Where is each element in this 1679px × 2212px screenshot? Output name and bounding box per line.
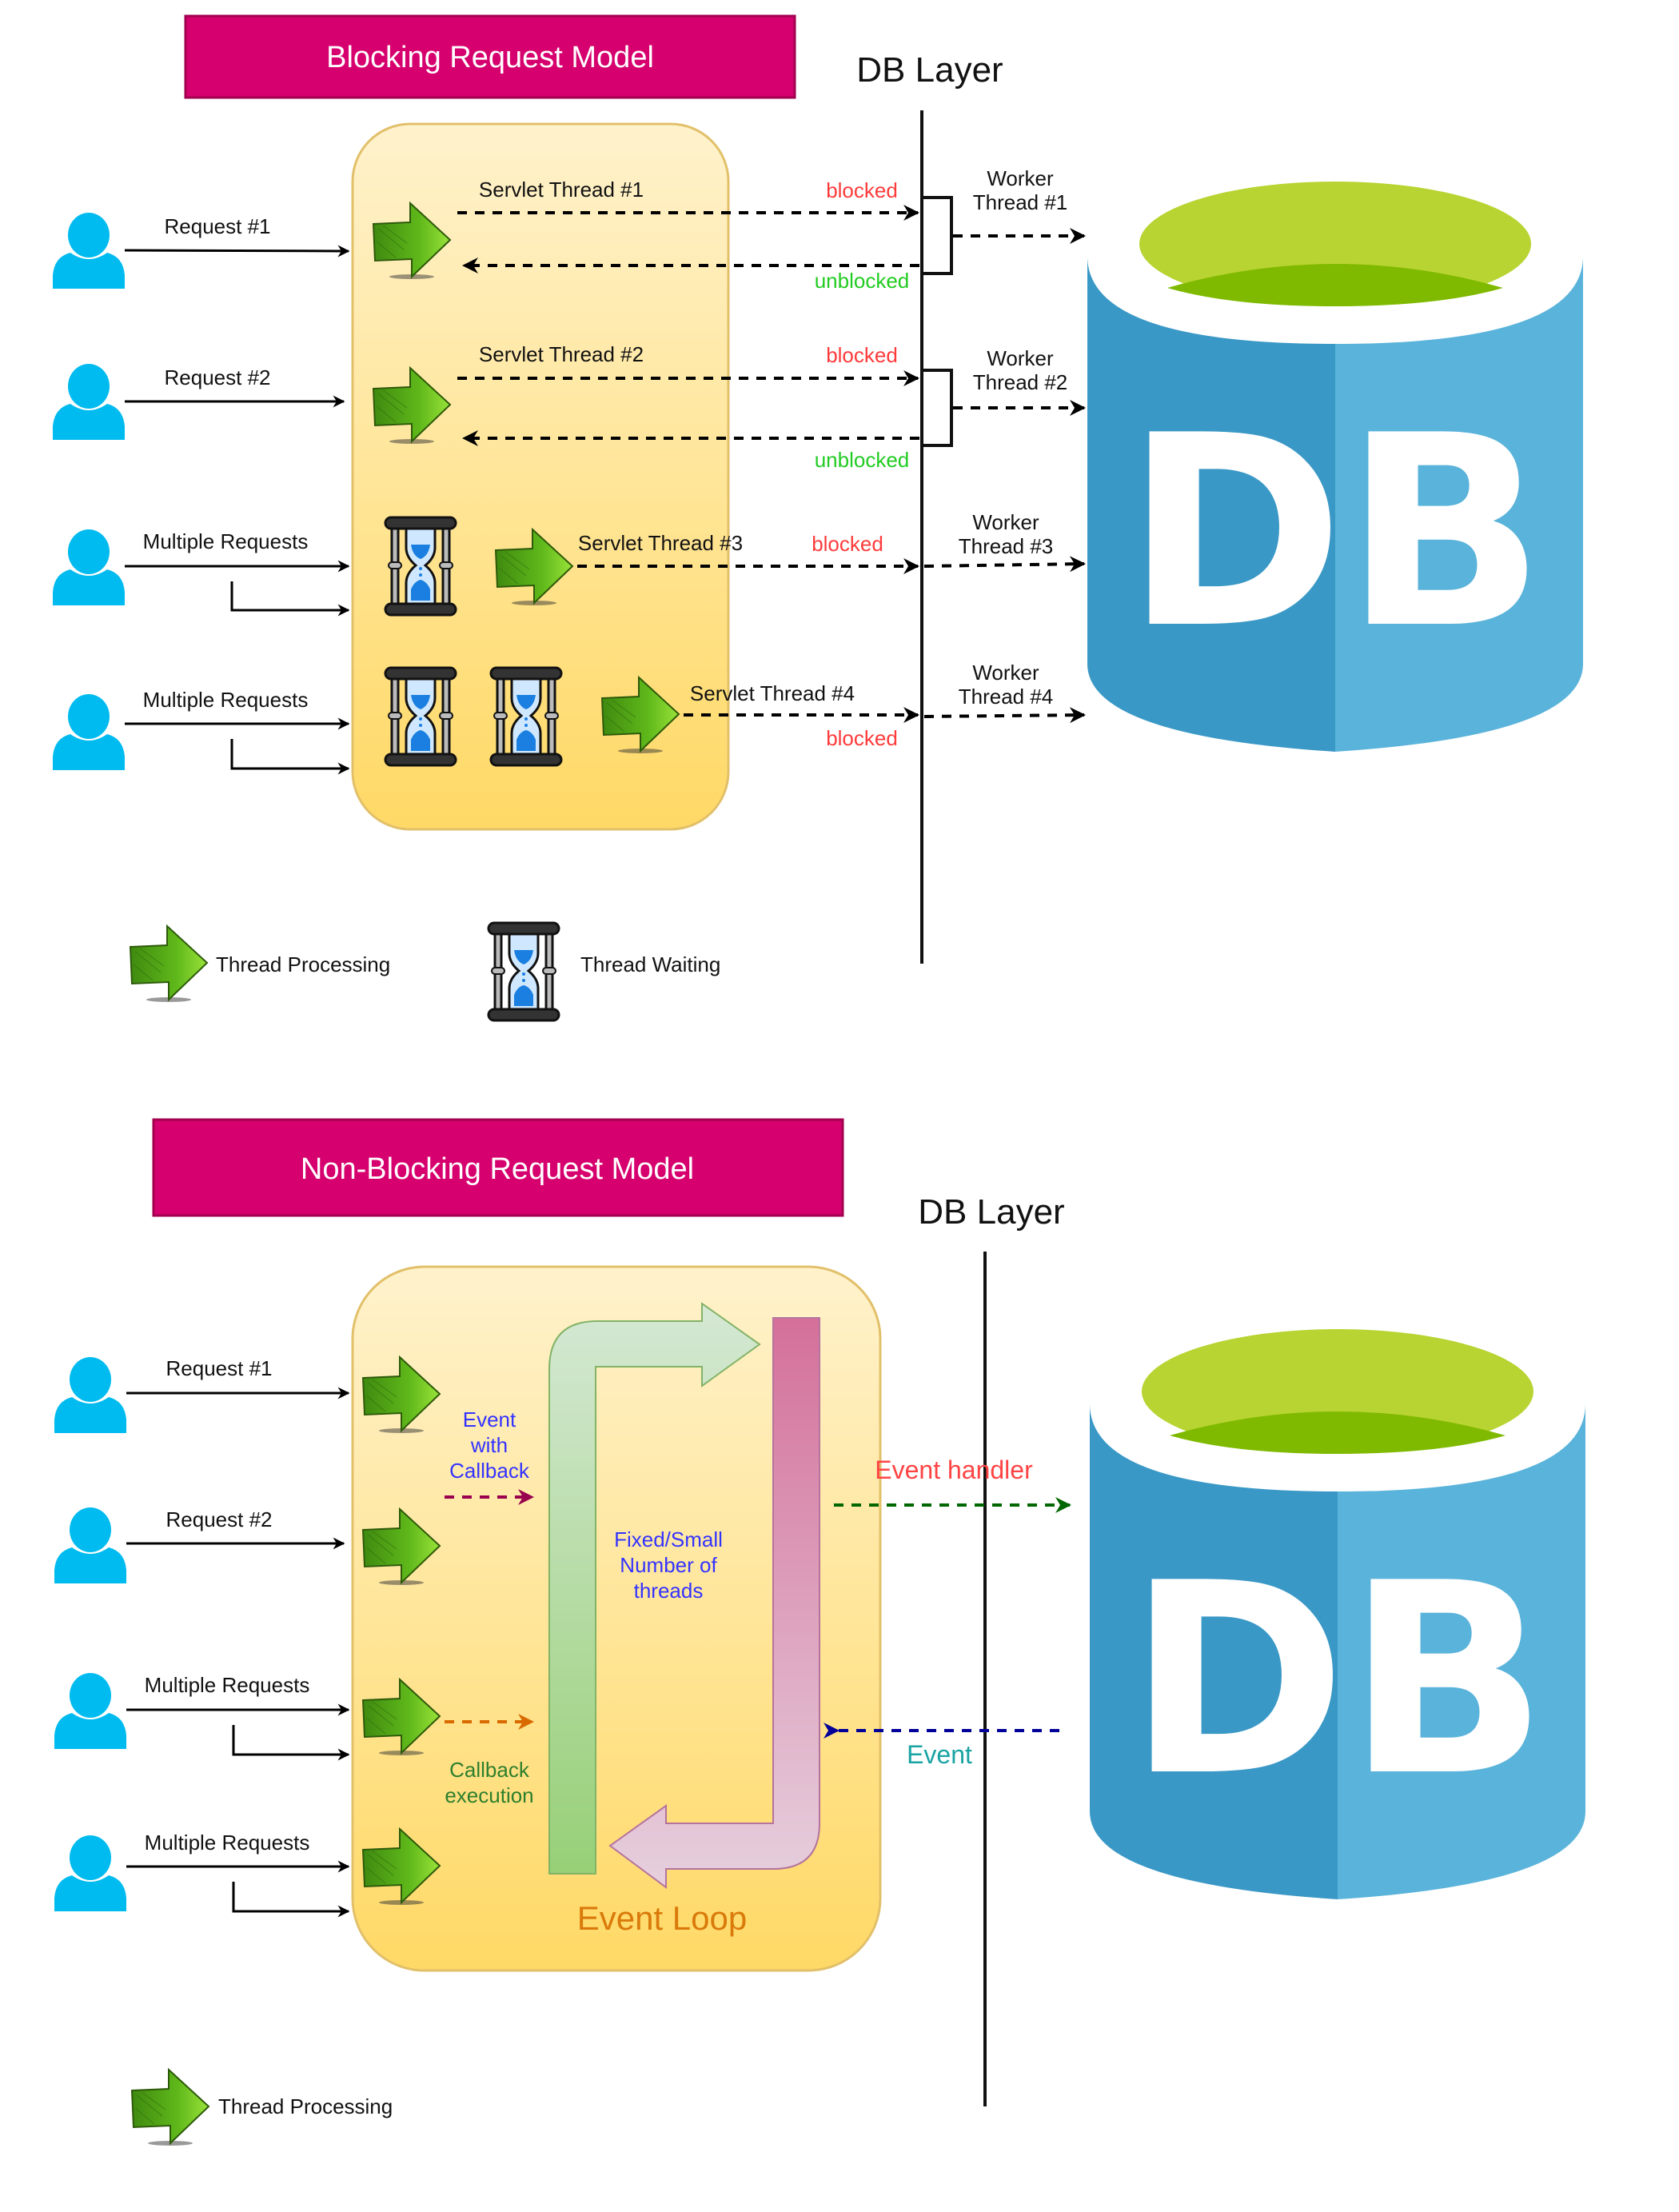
blocking-row-2: Request #2 Servlet Thread #2 blocked unb… xyxy=(53,342,1086,472)
worker-bracket xyxy=(922,369,953,447)
request-label: Multiple Requests xyxy=(143,688,309,712)
user-icon xyxy=(53,213,125,289)
blocking-db: DB xyxy=(1087,182,1583,752)
worker-thread-label-line2: Thread #2 xyxy=(973,370,1068,394)
worker-arrow xyxy=(923,707,1086,724)
legend-waiting-label: Thread Waiting xyxy=(580,952,720,976)
thread-waiting-icon xyxy=(489,666,563,767)
servlet-thread-label: Servlet Thread #2 xyxy=(479,342,644,366)
blocked-status: blocked xyxy=(826,178,898,202)
event-loop-container xyxy=(351,1265,882,1972)
user-icon xyxy=(54,1507,126,1583)
servlet-thread-label: Servlet Thread #1 xyxy=(479,178,644,202)
blocking-section: Blocking Request Model DB Layer DB Reque… xyxy=(53,14,1583,1022)
non-blocking-title-box xyxy=(152,1118,844,1217)
worker-thread-label-line1: Worker xyxy=(972,510,1039,534)
blocked-status: blocked xyxy=(826,726,898,750)
callback-execution-line1: Callback xyxy=(449,1758,530,1782)
blocking-db-layer-label: DB Layer xyxy=(856,50,1003,90)
fixed-threads-line2: Number of xyxy=(620,1553,717,1577)
non-blocking-section: Non-Blocking Request Model DB Layer DB F… xyxy=(54,1118,1585,2147)
request-label: Request #1 xyxy=(165,214,271,238)
request-arrow-secondary xyxy=(230,739,350,775)
thread-waiting-icon xyxy=(384,666,457,767)
legend-processing-label: Thread Processing xyxy=(216,952,390,976)
db-label: DB xyxy=(1127,1527,1547,1834)
non-blocking-row-2: Request #2 xyxy=(54,1507,441,1586)
blocking-row-1: Request #1 Servlet Thread #1 blocked unb… xyxy=(53,166,1086,293)
request-label: Request #1 xyxy=(166,1356,273,1380)
blocked-status: blocked xyxy=(812,532,883,556)
blocking-legend: Thread Processing Thread Waiting xyxy=(129,921,720,1022)
worker-thread-label-line1: Worker xyxy=(987,166,1054,190)
user-icon xyxy=(53,364,125,440)
thread-waiting-icon xyxy=(384,516,457,617)
user-icon xyxy=(53,529,125,605)
event-loop-up-arrow xyxy=(548,1302,761,1875)
event-loop-down-arrow xyxy=(608,1317,820,1889)
servlet-thread-label: Servlet Thread #4 xyxy=(690,681,855,705)
worker-arrow xyxy=(923,556,1086,573)
worker-thread-label-line1: Worker xyxy=(987,346,1054,370)
request-arrow-secondary xyxy=(230,581,350,617)
request-label: Request #2 xyxy=(166,1507,273,1531)
event-with-callback-line3: Callback xyxy=(449,1459,530,1483)
worker-thread-label-line2: Thread #4 xyxy=(959,685,1054,709)
non-blocking-db-layer-label: DB Layer xyxy=(918,1192,1064,1232)
worker-thread-label-line2: Thread #1 xyxy=(973,190,1068,214)
blocking-row-3: Multiple Requests Servlet Thread #3 bloc… xyxy=(53,510,1086,617)
callback-execution-line2: execution xyxy=(445,1783,533,1807)
thread-waiting-icon xyxy=(487,921,560,1022)
unblocked-status: unblocked xyxy=(815,269,910,293)
non-blocking-row-4: Multiple Requests xyxy=(54,1828,441,1918)
worker-thread-label-line1: Worker xyxy=(972,661,1039,685)
fixed-threads-line3: threads xyxy=(634,1579,704,1603)
request-arrow xyxy=(124,245,350,258)
non-blocking-row-1: Request #1 xyxy=(54,1356,441,1434)
non-blocking-title: Non-Blocking Request Model xyxy=(301,1152,694,1186)
user-icon xyxy=(54,1357,126,1433)
blocking-title: Blocking Request Model xyxy=(326,41,654,74)
blocked-status: blocked xyxy=(826,343,898,367)
event-with-callback-line1: Event xyxy=(463,1407,516,1431)
worker-bracket xyxy=(922,196,953,275)
request-label: Multiple Requests xyxy=(143,529,309,553)
request-label: Multiple Requests xyxy=(145,1831,310,1855)
thread-processing-icon xyxy=(129,924,209,1004)
request-arrow-secondary xyxy=(232,1882,350,1918)
request-label: Request #2 xyxy=(165,365,271,389)
worker-thread-label-line2: Thread #3 xyxy=(959,534,1054,558)
event-loop-label: Event Loop xyxy=(577,1899,748,1937)
request-label: Multiple Requests xyxy=(145,1673,310,1697)
blocking-servlet-container xyxy=(351,122,730,831)
user-icon xyxy=(53,694,125,770)
blocking-row-4: Multiple Requests Servlet Thread #4 bloc… xyxy=(53,661,1086,775)
event-with-callback-line2: with xyxy=(470,1433,508,1457)
non-blocking-db: DB xyxy=(1090,1329,1585,1899)
blocking-title-box xyxy=(184,14,796,99)
non-blocking-row-3: Multiple Requests xyxy=(54,1673,441,1761)
unblocked-status: unblocked xyxy=(815,448,910,472)
user-icon xyxy=(54,1835,126,1911)
thread-processing-icon xyxy=(130,2068,210,2147)
fixed-threads-line1: Fixed/Small xyxy=(614,1527,723,1551)
event-handler-label: Event handler xyxy=(875,1455,1033,1484)
request-arrow-secondary xyxy=(232,1725,350,1761)
non-blocking-legend: Thread Processing xyxy=(130,2068,393,2147)
event-label: Event xyxy=(907,1740,972,1769)
db-label: DB xyxy=(1125,379,1545,686)
legend-processing-label: Thread Processing xyxy=(218,2094,393,2118)
servlet-thread-label: Servlet Thread #3 xyxy=(578,531,743,555)
user-icon xyxy=(54,1673,126,1749)
